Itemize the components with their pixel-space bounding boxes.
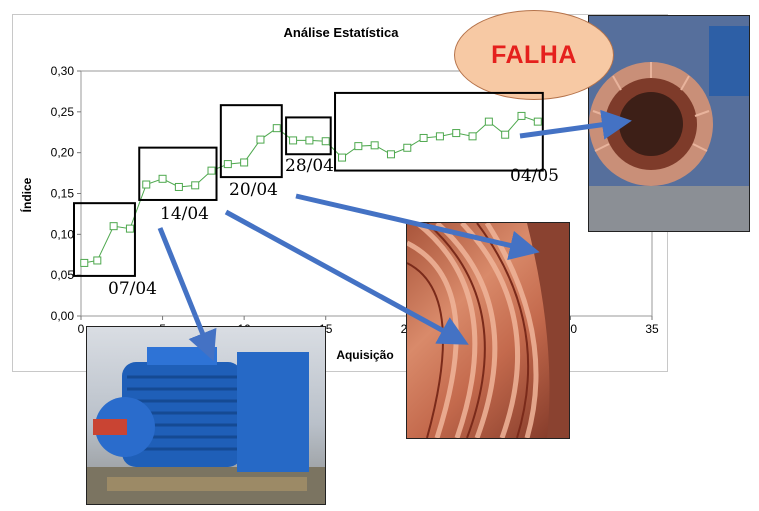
data-point: [240, 158, 249, 167]
data-point: [419, 133, 428, 142]
data-point: [223, 160, 232, 169]
group-date-label: 20/04: [229, 180, 278, 200]
data-point: [158, 174, 167, 183]
data-point: [354, 142, 363, 151]
x-tick-label: 0: [78, 322, 85, 336]
data-point: [207, 166, 216, 175]
data-point: [338, 153, 347, 162]
x-axis-label: Aquisição: [336, 348, 393, 362]
y-axis-label: Índice: [19, 177, 34, 212]
y-tick-label: 0,15: [51, 187, 75, 201]
chart-title: Análise Estatística: [284, 25, 400, 40]
y-tick-label: 0,25: [51, 105, 75, 119]
data-point: [386, 150, 395, 159]
data-point: [80, 258, 89, 267]
data-point: [452, 129, 461, 138]
data-point: [468, 132, 477, 141]
data-point: [142, 180, 151, 189]
y-tick-label: 0,20: [51, 146, 75, 160]
data-point: [517, 111, 526, 120]
data-point: [191, 181, 200, 190]
data-point: [109, 222, 118, 231]
y-tick-label: 0,05: [51, 268, 75, 282]
data-point: [256, 135, 265, 144]
winding-closeup-photo: [406, 222, 570, 439]
x-tick-label: 35: [645, 322, 659, 336]
failed-stator-photo: [588, 15, 750, 232]
data-point: [174, 182, 183, 191]
group-date-label: 14/04: [160, 204, 209, 224]
data-point: [272, 124, 281, 133]
data-point: [370, 141, 379, 150]
failure-label: FALHA: [491, 40, 577, 69]
data-point: [305, 136, 314, 145]
group-date-label: 07/04: [108, 279, 157, 299]
motor-photo: [86, 326, 326, 505]
data-point: [501, 130, 510, 139]
data-point: [484, 117, 493, 126]
data-point: [125, 224, 134, 233]
y-axis-ticks: 0,00 0,05 0,10 0,15 0,20 0,25 0,30: [51, 64, 81, 323]
failure-callout: FALHA: [454, 10, 614, 100]
data-point: [435, 132, 444, 141]
group-date-label: 28/04: [285, 156, 334, 176]
y-tick-label: 0,00: [51, 309, 75, 323]
y-tick-label: 0,30: [51, 64, 75, 78]
data-point: [289, 136, 298, 145]
data-point: [403, 143, 412, 152]
data-point: [93, 256, 102, 265]
data-point: [321, 137, 330, 146]
data-point: [533, 117, 542, 126]
y-tick-label: 0,10: [51, 227, 75, 241]
group-date-label: 04/05: [510, 166, 559, 186]
